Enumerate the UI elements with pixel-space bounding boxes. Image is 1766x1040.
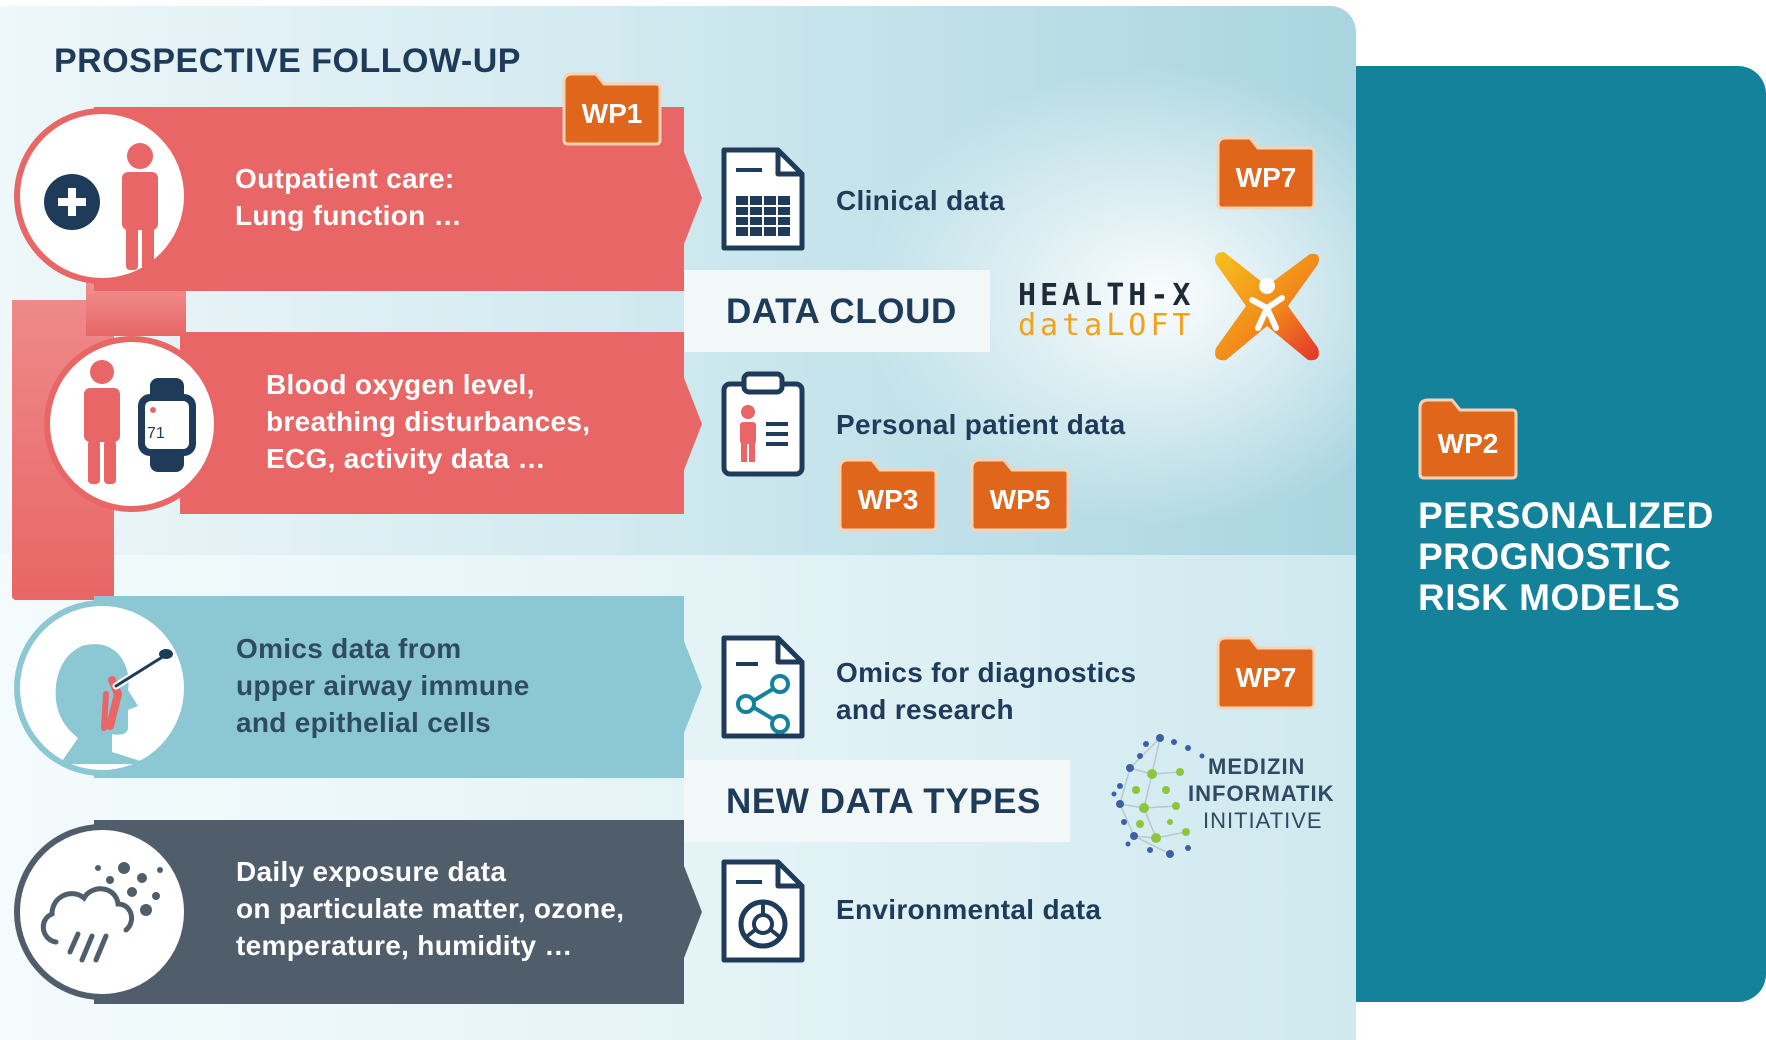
data-cloud-label: DATA CLOUD (726, 292, 957, 331)
wp3-folder: WP3 (836, 456, 940, 532)
folder-icon (1216, 636, 1316, 710)
doctor-plus-icon (44, 143, 158, 270)
outpatient-band-arrow (684, 152, 702, 244)
new-data-types-label: NEW DATA TYPES (726, 782, 1041, 821)
exposure-band-arrow (684, 866, 702, 958)
wp7-bottom-label: WP7 (1235, 662, 1297, 693)
omics-icon-circle (14, 600, 190, 776)
share-network-document-icon (721, 635, 805, 739)
data-cloud-banner: DATA CLOUD (684, 270, 990, 352)
wearables-band-arrow (684, 378, 702, 470)
wp7-top-folder: WP7 (1214, 134, 1318, 210)
exposure-icon-circle (14, 824, 190, 1000)
chart-document-icon (721, 859, 805, 963)
omics-band-text: Omics data from upper airway immune and … (236, 633, 530, 738)
omics-band (94, 596, 684, 778)
wp5-label: WP5 (989, 484, 1051, 515)
environmental-data-label: Environmental data (836, 894, 1102, 925)
person-smartwatch-icon: 71 (84, 360, 196, 484)
mii-logo-mark (1111, 734, 1205, 858)
risk-models-title: PERSONALIZED PROGNOSTIC RISK MODELS (1418, 495, 1714, 618)
health-x-logo-mark (1215, 252, 1319, 361)
health-x-logo-line1: HEALTH-X (1018, 278, 1195, 313)
wearables-text: Blood oxygen level, breathing disturbanc… (266, 369, 591, 474)
clinical-data-label: Clinical data (836, 185, 1005, 216)
risk-models-panel (1356, 66, 1766, 1002)
new-data-types-banner: NEW DATA TYPES (684, 760, 1070, 842)
wp1-label: WP1 (581, 98, 643, 129)
wp1-folder: WP1 (560, 70, 664, 146)
outpatient-icon-circle (14, 108, 190, 284)
omics-band-arrow (684, 641, 702, 733)
folder-icon (1216, 136, 1316, 210)
folder-icon (970, 458, 1070, 532)
clipboard-patient-icon (721, 371, 805, 477)
mii-logo-line2: INFORMATIK (1188, 781, 1335, 806)
nasal-swab-icon (55, 644, 173, 764)
folder-icon (838, 458, 938, 532)
personal-patient-data-label: Personal patient data (836, 409, 1126, 440)
omics-diagnostics-label: Omics for diagnostics and research (836, 657, 1137, 725)
risk-models-panel-notch (1356, 506, 1380, 626)
wp2-folder: WP2 (1416, 396, 1520, 480)
outpatient-text: Outpatient care: Lung function … (235, 163, 462, 231)
wearables-icon-circle: 71 (44, 336, 220, 512)
wearables-band (180, 332, 684, 514)
wp3-label: WP3 (857, 484, 919, 515)
exposure-band (94, 820, 684, 1004)
mii-logo-line3: INITIATIVE (1203, 808, 1323, 833)
exposure-text: Daily exposure data on particulate matte… (236, 856, 625, 961)
folder-icon (1418, 398, 1518, 480)
health-x-logo-line2: dataLOFT (1018, 308, 1195, 343)
wp5-folder: WP5 (968, 456, 1072, 532)
section-title: PROSPECTIVE FOLLOW-UP (54, 42, 521, 80)
spreadsheet-document-icon (721, 147, 805, 251)
folder-icon (562, 72, 662, 146)
weather-particles-icon (40, 862, 163, 963)
mii-logo-line1: MEDIZIN (1208, 754, 1306, 779)
wp7-top-label: WP7 (1235, 162, 1297, 193)
wp7-bottom-folder: WP7 (1214, 634, 1318, 710)
watch-reading: 71 (147, 425, 165, 442)
wp2-label: WP2 (1437, 428, 1499, 459)
